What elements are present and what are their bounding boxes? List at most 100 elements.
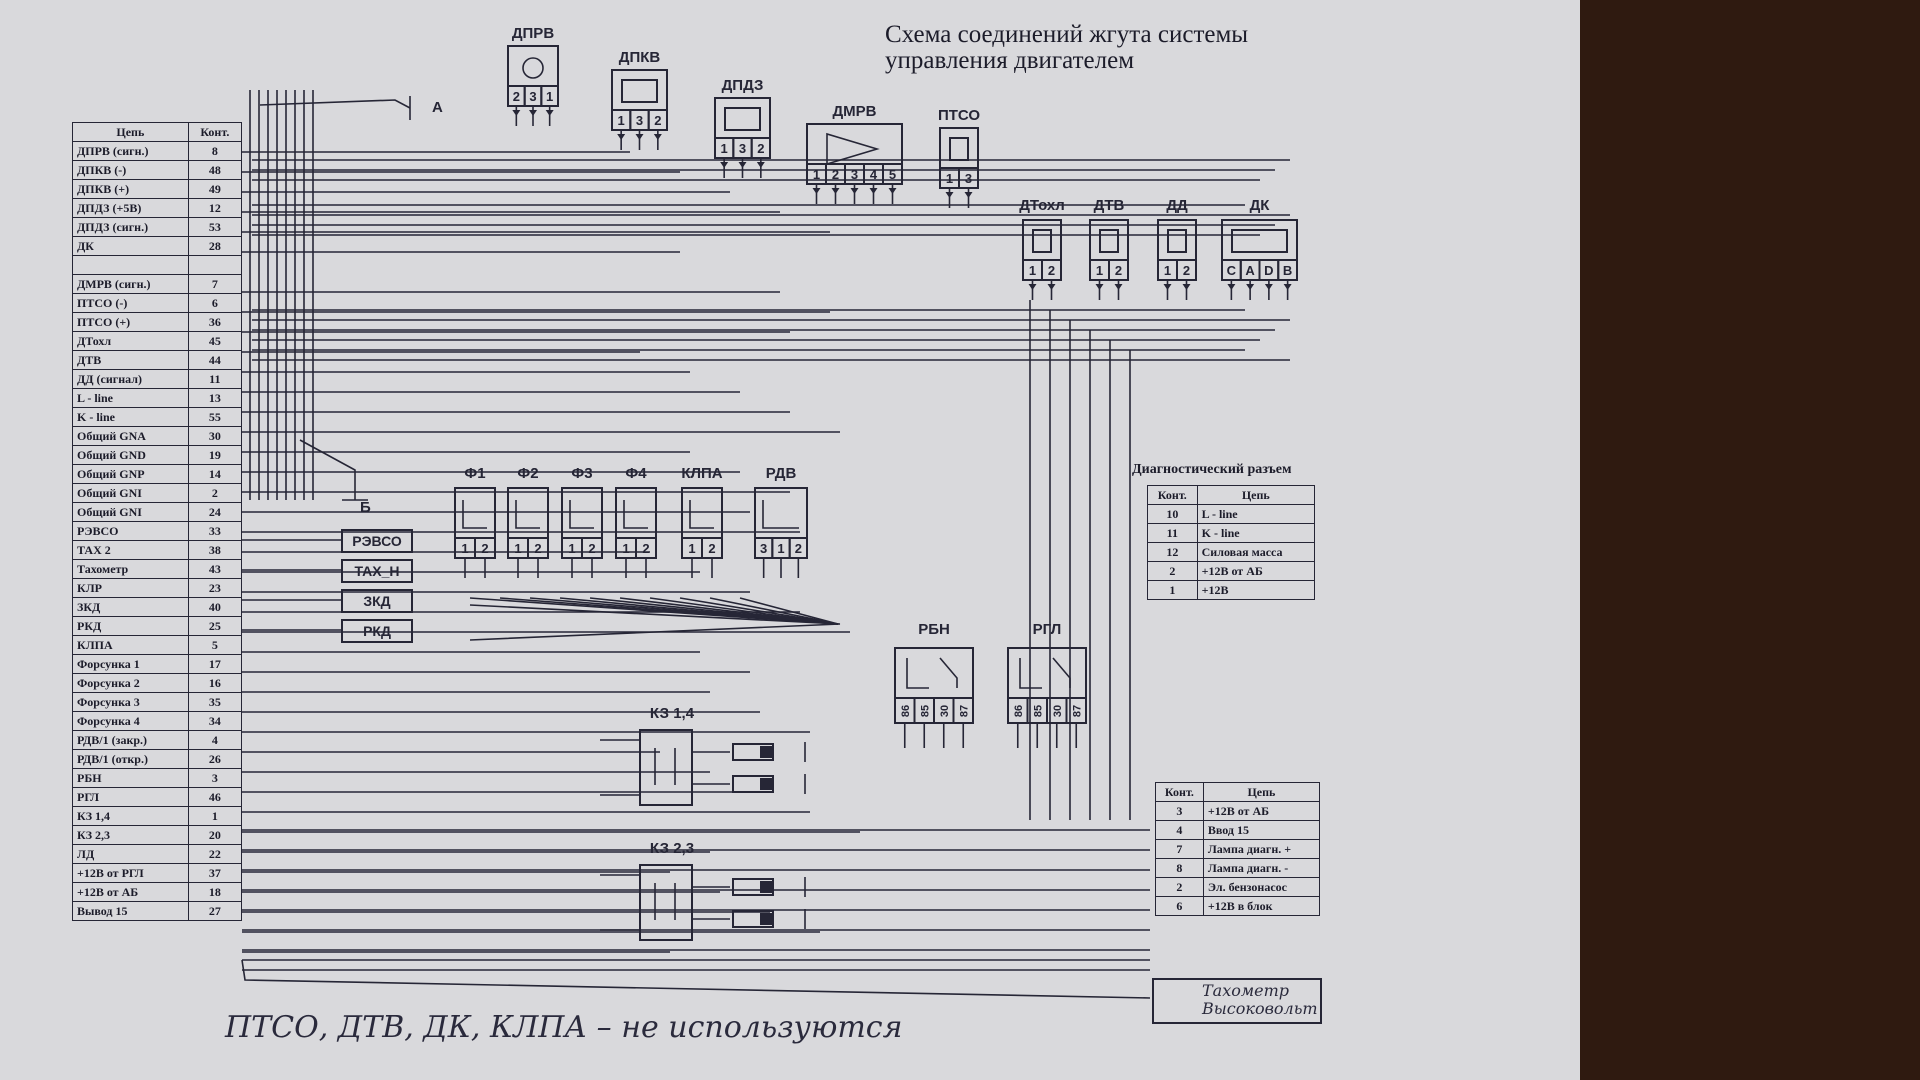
diag-connector-caption: Диагностический разъем (1132, 462, 1292, 477)
coil-symbol (623, 500, 648, 529)
diag-circuit-cell: +12В от АБ (1196, 561, 1316, 581)
sensor-name-ДПРВ: ДПРВ (512, 25, 554, 42)
diag-circuit-cell: +12В (1196, 580, 1316, 600)
pin-arrow (1227, 284, 1236, 290)
ecu-circuit-cell: ДПДЗ (сигн.) (72, 217, 189, 237)
ecu-contact-cell (187, 255, 243, 275)
pin-arrow (1114, 284, 1123, 290)
ecu-contact-cell: 33 (187, 521, 243, 541)
ecu-row: ДМРВ (сигн.)7 (72, 274, 243, 294)
sensor-pin-label: 1 (618, 113, 625, 128)
sensor-symbol (1099, 229, 1119, 253)
bundle-wire (679, 597, 839, 625)
pin-arrow (850, 188, 859, 194)
ecu-contact-cell: 13 (187, 388, 243, 408)
ecu-circuit-cell: РГЛ (72, 787, 189, 807)
pin-arrow (812, 188, 821, 194)
actuator-pin-label: 1 (568, 541, 575, 556)
ecu-row: РДВ/1 (откр.)26 (72, 749, 243, 769)
ecu-row: ДД (сигнал)11 (72, 369, 243, 389)
pwr-circuit-cell: Лампа диагн. - (1202, 858, 1321, 878)
ecu-circuit-cell: K - line (72, 407, 189, 427)
pwr-contact-cell: 3 (1155, 801, 1204, 821)
actuator-pin-label: 2 (534, 541, 541, 556)
ecu-contact-cell: 34 (187, 711, 243, 731)
pwr-contact-cell: 7 (1155, 839, 1204, 859)
ecu-circuit-cell: Форсунка 3 (72, 692, 189, 712)
ecu-contact-cell: 4 (187, 730, 243, 750)
sensor-symbol (522, 57, 544, 79)
pin-arrow (1028, 284, 1037, 290)
pin-arrow (617, 134, 626, 140)
ecu-circuit-cell: Форсунка 1 (72, 654, 189, 674)
diag-contact-cell: 11 (1147, 523, 1198, 543)
pwr-circuit-cell: Лампа диагн. + (1202, 839, 1321, 859)
tachometer-box: Тахометр Высоковольт (1152, 978, 1322, 1024)
relay-pin-label: 30 (1052, 705, 1064, 717)
ecu-row: ДПРВ (сигн.)8 (72, 141, 243, 161)
pin-arrow (888, 188, 897, 194)
side-tag-label: ЗКД (363, 593, 390, 609)
pin-arrow (545, 110, 554, 116)
sensor-pin-label: 1 (1164, 263, 1171, 278)
relay-pin-label: 85 (1032, 705, 1044, 717)
ecu-circuit-cell: РЭВСО (72, 521, 189, 541)
bundle-arrow (469, 604, 841, 641)
relay-symbol (906, 658, 929, 689)
side-tag-label: ТАХ_Н (354, 563, 399, 579)
pwr-row: 6+12В в блок (1155, 896, 1321, 916)
ecu-circuit-cell: Форсунка 4 (72, 711, 189, 731)
ecu-contact-cell: 24 (187, 502, 243, 522)
pin-arrow (964, 192, 973, 198)
sensor-pin-label: 1 (1029, 263, 1036, 278)
actuator-name-Ф1: Ф1 (464, 465, 485, 482)
spark-plug (732, 910, 774, 928)
sensor-name-ДПКВ: ДПКВ (619, 49, 661, 66)
ecu-circuit-cell (72, 255, 189, 275)
tachometer-label: Тахометр Высоковольт (1202, 981, 1318, 1018)
ecu-circuit-cell: РКД (72, 616, 189, 636)
pin-arrow (1182, 284, 1191, 290)
ecu-row: ПТСО (+)36 (72, 312, 243, 332)
ecu-contact-cell: 46 (187, 787, 243, 807)
ecu-circuit-cell: ПТСО (-) (72, 293, 189, 313)
ecu-circuit-cell: ДК (72, 236, 189, 256)
col-header-circuit: Цепь (1202, 782, 1321, 802)
sensor-name-ДПДЗ: ДПДЗ (722, 77, 764, 94)
col-header-contact: Конт. (1147, 485, 1198, 505)
sensor-symbol (949, 137, 969, 161)
col-header-contact: Конт. (187, 122, 243, 142)
spark-plug (732, 878, 774, 896)
ecu-contact-cell: 36 (187, 312, 243, 332)
pin-arrow (738, 162, 747, 168)
ecu-contact-cell: 55 (187, 407, 243, 427)
ecu-row (72, 255, 243, 275)
sensor-pin-label: 3 (529, 89, 536, 104)
sensor-symbol (826, 132, 880, 165)
side-tag-box (341, 529, 413, 553)
pwr-circuit-cell: Ввод 15 (1202, 820, 1321, 840)
ecu-circuit-cell: Вывод 15 (72, 901, 189, 921)
sensor-name-ПТСО: ПТСО (938, 107, 980, 124)
sensor-pin-label: C (1227, 263, 1237, 278)
ecu-contact-cell: 12 (187, 198, 243, 218)
sensor-pin-label: 2 (513, 89, 520, 104)
ecu-contact-cell: 16 (187, 673, 243, 693)
relay-symbol (1052, 657, 1071, 688)
ecu-contact-cell: 5 (187, 635, 243, 655)
